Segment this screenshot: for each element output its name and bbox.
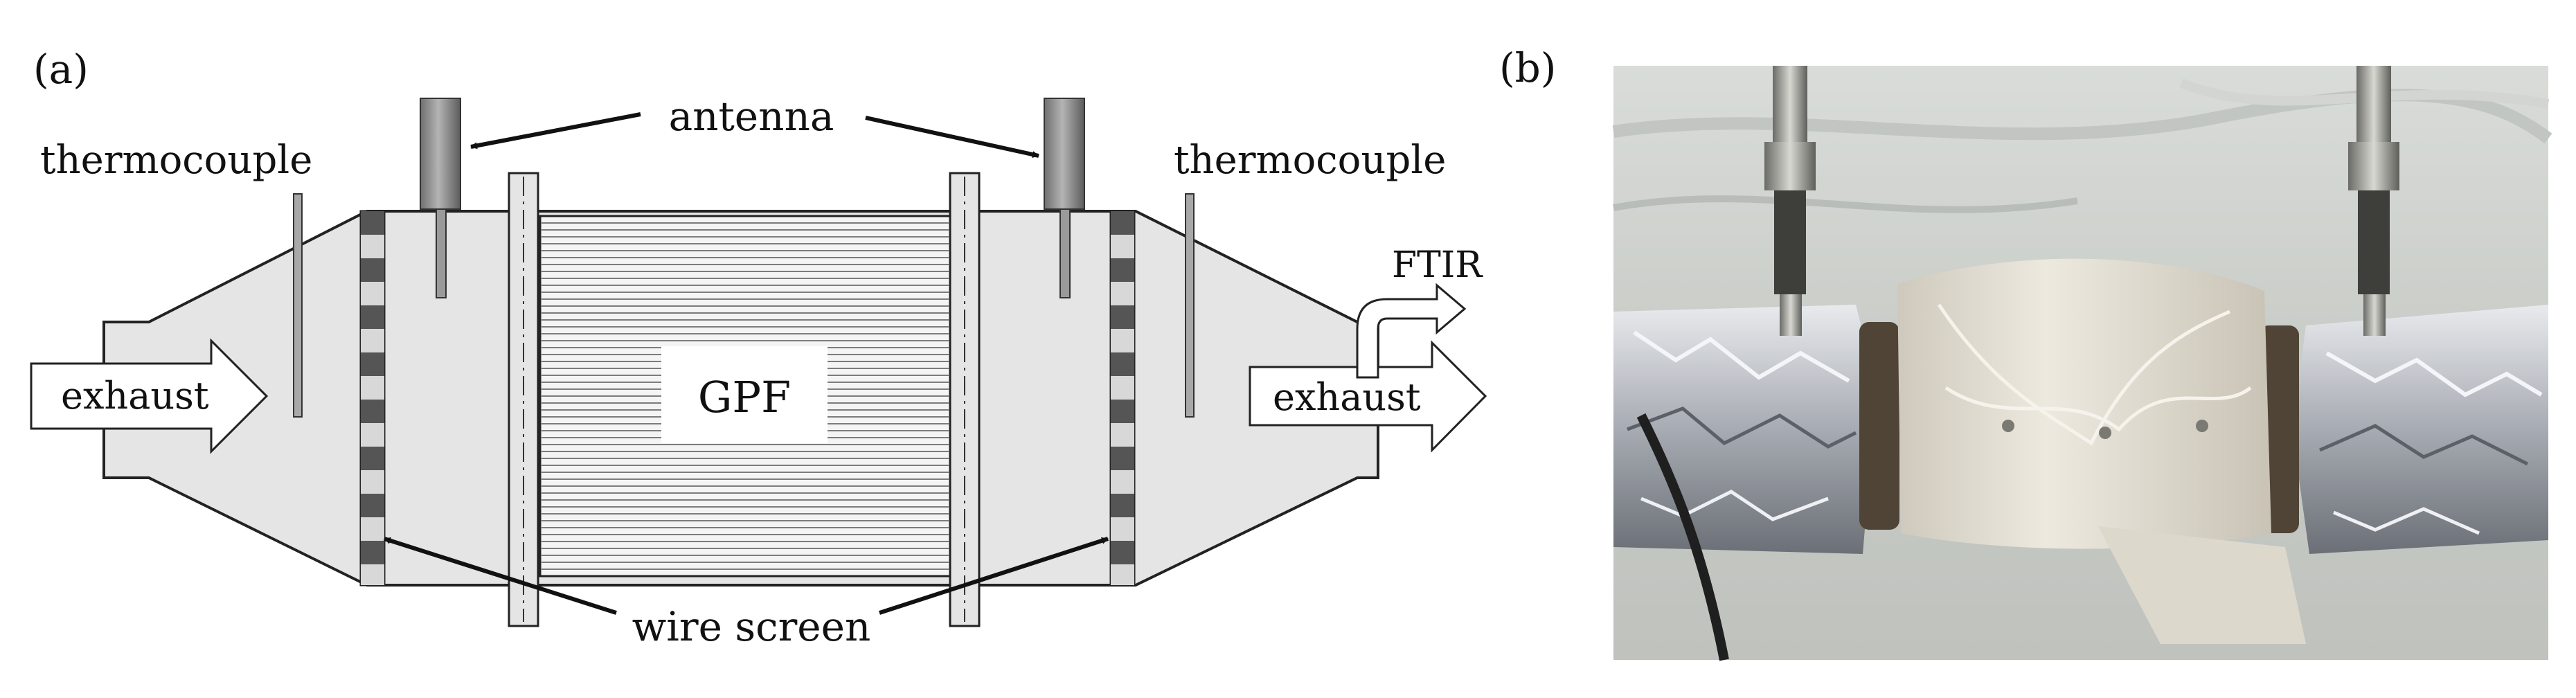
wire-screen-segment: [361, 447, 384, 470]
wire-screen-segment: [361, 235, 384, 258]
exhaust-inlet-arrow: exhaust: [30, 338, 269, 454]
exhaust-inlet-label: exhaust: [61, 374, 209, 418]
wire-screen-segment: [1111, 211, 1134, 235]
wire-screen-segment: [361, 400, 384, 423]
wire-screen-segment: [361, 329, 384, 352]
wire-screen-segment: [1111, 494, 1134, 517]
thermocouple-label-right: thermocouple: [1174, 138, 1446, 183]
gpf-label-box: [661, 346, 828, 443]
wire-screen-segment: [361, 541, 384, 564]
wire-screen-segment: [361, 352, 384, 376]
antenna-right: [1044, 98, 1085, 298]
wire-screen-left: [359, 210, 386, 587]
wire-screen-segment: [1111, 564, 1134, 585]
wire-screen-segment: [1111, 235, 1134, 258]
exhaust-outlet-arrow: exhaust: [1249, 340, 1487, 453]
wire-screen-arrow-left: [384, 537, 617, 615]
gpf-label: GPF: [698, 372, 791, 422]
wire-screen-segment: [1111, 541, 1134, 564]
ftir-sampling-arrow: FTIR: [1356, 244, 1483, 379]
gpf-filter-core: GPF: [539, 215, 951, 578]
wire-screen-segment: [361, 305, 384, 329]
ftir-label: FTIR: [1392, 244, 1483, 286]
photo-frame: [1612, 66, 2552, 661]
antenna-arrow-right: [865, 116, 1039, 158]
wire-screen-segment: [1111, 282, 1134, 305]
flange-left: [508, 172, 539, 627]
panel-a-label: (a): [33, 46, 89, 93]
wire-screen-arrow-right: [879, 537, 1109, 615]
antenna-left: [420, 98, 461, 298]
wire-screen-segment: [1111, 517, 1134, 541]
wire-screen-right: [1109, 210, 1136, 587]
insulation-jacket: [1897, 258, 2306, 644]
wire-screen-segment: [1111, 400, 1134, 423]
wire-screen-segment: [361, 211, 384, 235]
photo-antenna-left: [1764, 66, 1816, 336]
panel-b-photo: (b): [1499, 44, 2552, 661]
wire-screen-segment: [1111, 423, 1134, 447]
wire-screen-segment: [361, 423, 384, 447]
wire-screen-segment: [361, 494, 384, 517]
flange-right: [949, 172, 981, 627]
photo-cable: [1636, 413, 1729, 661]
thermocouple-label-left: thermocouple: [40, 138, 312, 183]
wire-screen-segment: [1111, 352, 1134, 376]
foil-wrap-right: [2292, 305, 2548, 554]
wire-screen-segment: [361, 564, 384, 585]
wire-screen-segment: [1111, 447, 1134, 470]
photo-antenna-right: [2348, 66, 2399, 336]
wire-screen-label: wire screen: [632, 603, 871, 650]
thermocouple-probe-left: [293, 193, 303, 418]
panel-b-label: (b): [1499, 44, 1556, 91]
wire-screen-segment: [361, 376, 384, 400]
wire-screen-segment: [1111, 305, 1134, 329]
wire-screen-segment: [361, 517, 384, 541]
panel-a-diagram: (a) GPF: [30, 46, 1487, 650]
wire-screen-segment: [1111, 258, 1134, 282]
wire-screen-segment: [361, 258, 384, 282]
antenna-label: antenna: [669, 93, 834, 140]
antenna-arrow-left: [470, 112, 641, 150]
wire-screen-segment: [361, 282, 384, 305]
photo-flange-left: [1859, 322, 1899, 530]
wire-screen-segment: [1111, 376, 1134, 400]
exhaust-outlet-label: exhaust: [1273, 375, 1421, 419]
wire-screen-segment: [1111, 329, 1134, 352]
thermocouple-probe-right: [1185, 193, 1195, 418]
wire-screen-segment: [1111, 470, 1134, 494]
wire-screen-segment: [361, 470, 384, 494]
